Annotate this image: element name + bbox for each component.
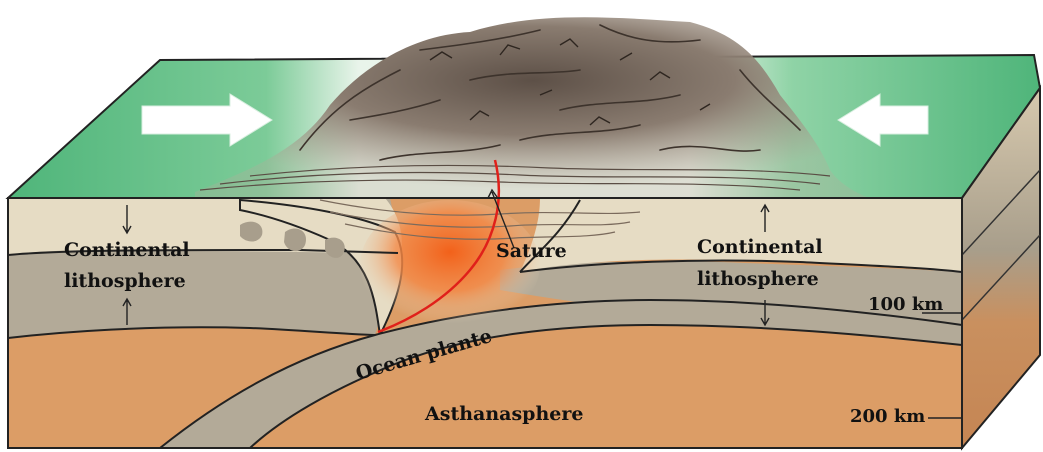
magma-glow [360, 200, 540, 330]
label-depth-100: 100 km [868, 294, 943, 315]
label-suture: Sature [496, 240, 567, 262]
label-continental-right-1: Continental [697, 236, 823, 258]
label-continental-right-2: lithosphere [697, 268, 819, 290]
label-continental-left-2: lithosphere [64, 270, 186, 292]
label-depth-200: 200 km [850, 406, 925, 427]
label-asthenosphere: Asthanasphere [424, 403, 583, 425]
label-continental-left-1: Continental [64, 239, 190, 261]
